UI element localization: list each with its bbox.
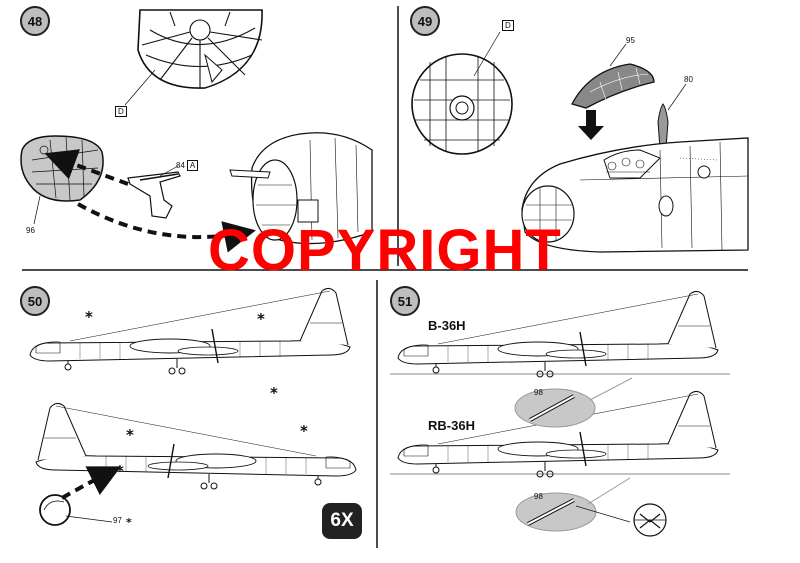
step-badge-49: 49 (410, 6, 440, 36)
step-badge-50: 50 (20, 286, 50, 316)
antenna-98-bottom-detail (515, 477, 631, 532)
glue-marker-97: * (126, 516, 132, 529)
part-label-97: 97 (113, 516, 122, 525)
aircraft-step50-bottom (35, 402, 357, 490)
part-label-d-step48: D (115, 106, 127, 117)
down-arrow (578, 110, 604, 140)
part-label-96: 96 (26, 226, 35, 235)
copyright-watermark: COPYRIGHT (208, 218, 562, 283)
canopy-part-d (137, 9, 263, 89)
antenna-98-top-detail (514, 377, 633, 428)
glue-marker: * (300, 422, 308, 440)
variant-label-b36h: B-36H (428, 318, 466, 333)
fuselage-step49 (521, 137, 749, 253)
antenna-cross-section (633, 503, 667, 537)
glue-marker: * (116, 462, 124, 480)
canopy-part-95 (571, 63, 655, 109)
glue-marker: * (126, 426, 134, 444)
fuselage-nose-step48 (229, 132, 373, 245)
step-badge-51: 51 (390, 286, 420, 316)
part-label-95: 95 (626, 36, 635, 45)
repeat-count-badge: 6X (322, 503, 362, 539)
nose-glazing-96 (20, 135, 104, 202)
aircraft-b36h (397, 290, 719, 378)
dome-part-d (411, 53, 513, 155)
arrow-84-to-96 (44, 149, 129, 186)
aircraft-step50-top (29, 287, 351, 375)
part-label-98-top: 98 (534, 388, 543, 397)
glue-marker: * (85, 308, 93, 326)
antenna-part-80 (657, 103, 669, 149)
step-badge-48: 48 (20, 6, 50, 36)
part-label-d-step49: D (502, 20, 514, 31)
part-label-80: 80 (684, 75, 693, 84)
glue-marker: * (257, 310, 265, 328)
part-label-98-bottom: 98 (534, 492, 543, 501)
gun-part-84 (127, 171, 181, 219)
arrow-97-to-plane (61, 466, 122, 500)
arrow-96-to-nose (77, 202, 256, 253)
dome-part-97 (39, 494, 71, 526)
part-box-a: A (186, 160, 199, 171)
part-number-84: 84 (176, 161, 185, 170)
glue-marker: * (270, 384, 278, 402)
variant-label-rb36h: RB-36H (428, 418, 475, 433)
